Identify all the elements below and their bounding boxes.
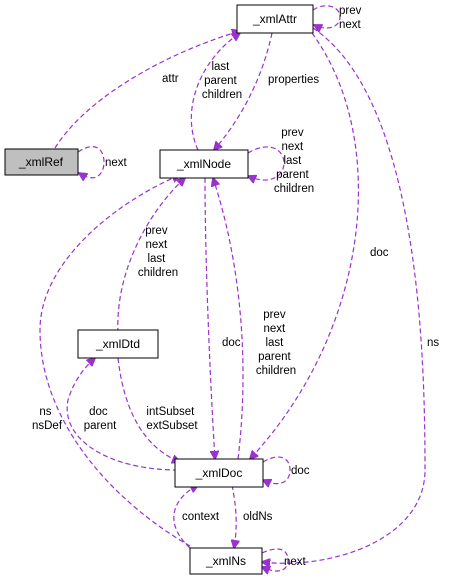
edge-attr-to-ns bbox=[262, 27, 426, 563]
edge-ns-to-node bbox=[39, 175, 191, 547]
label-doc-node: prev next last parent children bbox=[256, 309, 296, 377]
label-ns-self: next bbox=[284, 556, 307, 568]
edge-ref-self bbox=[78, 146, 105, 178]
edges bbox=[39, 5, 426, 571]
label-node-self: prev next last parent children bbox=[274, 127, 314, 195]
label-node-attr: last parent children bbox=[202, 61, 242, 101]
label-ns-doc: context bbox=[182, 511, 220, 523]
edge-doc-to-ns bbox=[232, 484, 236, 548]
edge-attr-to-doc bbox=[250, 32, 360, 459]
edge-node-to-attr bbox=[190, 33, 240, 151]
label-dtd-doc: intSubset extSubset bbox=[146, 406, 198, 432]
edge-node-to-doc bbox=[204, 177, 215, 459]
svg-text:_xmlRef: _xmlRef bbox=[18, 155, 64, 169]
edge-ns-to-doc bbox=[173, 485, 198, 549]
label-ref-self: next bbox=[105, 157, 128, 169]
label-attr-ns: ns bbox=[427, 337, 439, 349]
edge-dtd-to-doc bbox=[117, 357, 180, 462]
edge-attr-self bbox=[313, 5, 341, 28]
svg-text:_xmlAttr: _xmlAttr bbox=[252, 12, 297, 26]
label-dtd-node: prev next last children bbox=[138, 225, 178, 279]
svg-text:_xmlDtd: _xmlDtd bbox=[95, 337, 140, 351]
svg-text:_xmlNs: _xmlNs bbox=[205, 554, 246, 568]
node-xmldoc[interactable]: _xmlDoc bbox=[174, 458, 264, 488]
node-xmlns[interactable]: _xmlNs bbox=[189, 547, 263, 575]
label-attr-node: properties bbox=[268, 74, 319, 86]
label-ref-attr: attr bbox=[162, 73, 179, 85]
label-node-doc: doc bbox=[222, 337, 241, 349]
edge-ref-to-attr bbox=[54, 31, 240, 149]
svg-text:_xmlNode: _xmlNode bbox=[176, 157, 231, 171]
edge-node-self bbox=[248, 146, 285, 180]
label-ns-node: ns nsDef bbox=[32, 406, 63, 432]
label-doc-ns: oldNs bbox=[243, 511, 273, 523]
edge-dtd-to-node bbox=[117, 178, 185, 334]
edge-doc-to-node bbox=[213, 178, 244, 460]
node-xmldtd[interactable]: _xmlDtd bbox=[77, 329, 159, 359]
label-attr-self: prev next bbox=[339, 5, 365, 31]
edge-labels: prev next attr next last parent children… bbox=[32, 5, 439, 568]
label-doc-self: doc bbox=[291, 465, 310, 477]
svg-text:_xmlDoc: _xmlDoc bbox=[195, 466, 243, 480]
node-xmlref[interactable]: _xmlRef bbox=[4, 148, 79, 176]
label-doc-dtd: doc parent bbox=[84, 406, 117, 432]
edge-ns-self bbox=[262, 548, 289, 571]
edge-doc-to-dtd bbox=[66, 358, 179, 471]
edge-doc-self bbox=[263, 456, 291, 484]
label-attr-doc: doc bbox=[370, 247, 389, 259]
node-xmlnode[interactable]: _xmlNode bbox=[159, 149, 249, 179]
node-xmlattr[interactable]: _xmlAttr bbox=[236, 4, 314, 34]
